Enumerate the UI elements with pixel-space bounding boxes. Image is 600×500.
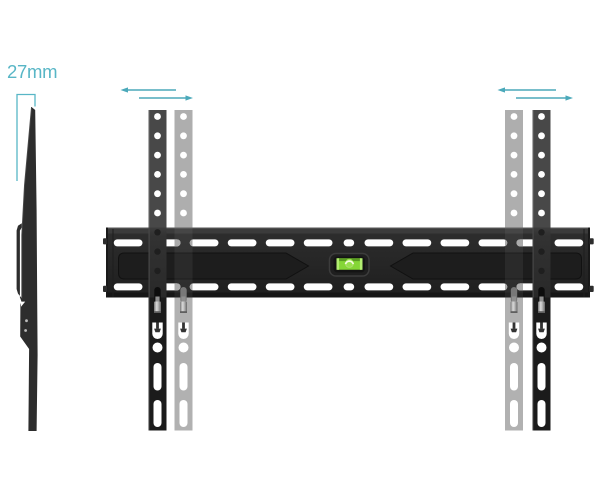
svg-text:27mm: 27mm <box>7 61 57 82</box>
